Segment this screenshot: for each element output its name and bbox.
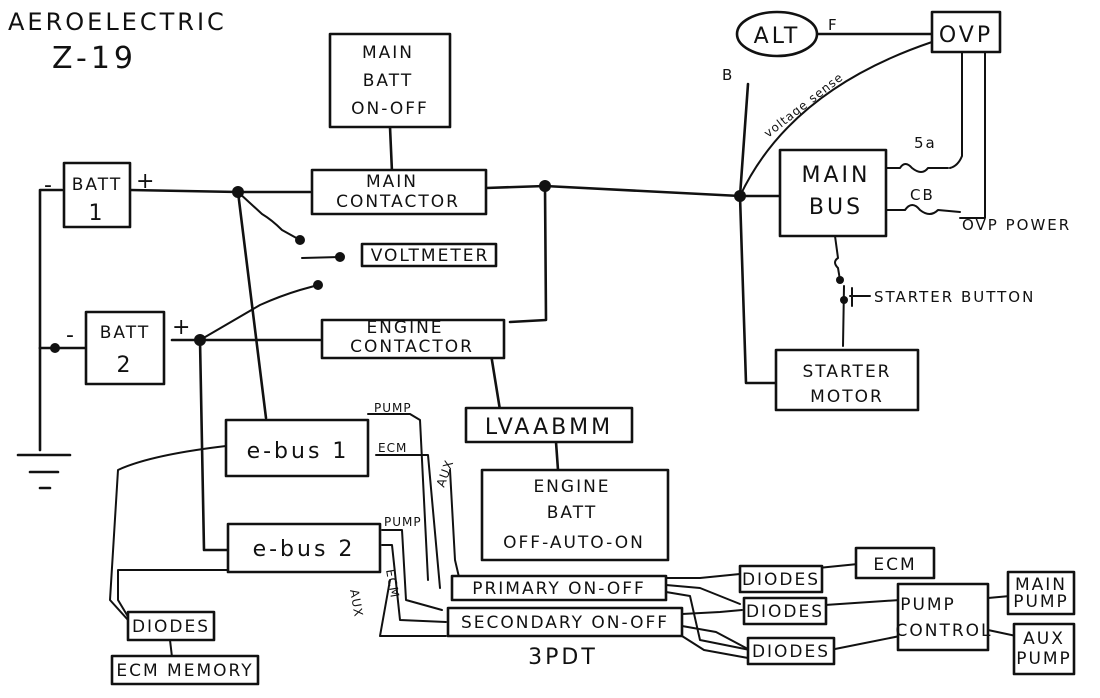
battery-1-label: BATT [72, 175, 122, 195]
battery-1-plus: + [136, 169, 154, 194]
svg-text:BATT: BATT [547, 503, 597, 523]
diodes-left: DIODES [126, 610, 216, 642]
ebus-1: e-bus 1 PUMP ECM AUX [224, 401, 457, 489]
ebus-2: e-bus 2 PUMP ECM AUX [226, 515, 422, 618]
svg-text:CONTACTOR: CONTACTOR [336, 192, 460, 212]
main-batt-switch: MAIN BATT ON-OFF [328, 32, 452, 129]
secondary-switch: SECONDARY ON-OFF [446, 606, 684, 638]
svg-text:MAIN: MAIN [366, 172, 418, 192]
svg-text:OVP: OVP [939, 23, 993, 48]
lvaabmm-module: LVAABMM [464, 406, 634, 444]
svg-text:PUMP: PUMP [384, 515, 422, 529]
svg-text:PUMP: PUMP [1016, 649, 1072, 669]
svg-text:MAIN: MAIN [1015, 575, 1067, 595]
primary-switch: PRIMARY ON-OFF [450, 574, 668, 602]
cb-rating-label: 5a [914, 134, 937, 152]
battery-2-plus: + [172, 315, 190, 340]
svg-text:DIODES: DIODES [132, 617, 210, 637]
main-bus: MAIN BUS [778, 148, 888, 238]
battery-2-label: BATT [100, 323, 150, 343]
svg-text:ENGINE: ENGINE [533, 477, 610, 497]
diodes-1: DIODES [738, 564, 824, 594]
diodes-3: DIODES [746, 636, 836, 666]
pump-control: PUMP CONTROL [895, 582, 992, 652]
svg-text:AUX: AUX [1023, 629, 1065, 649]
starter-button-label: STARTER BUTTON [874, 288, 1035, 306]
ovp-power-label: OVP POWER [962, 216, 1071, 234]
main-contactor: MAIN CONTACTOR [310, 168, 488, 216]
svg-text:DIODES: DIODES [752, 642, 830, 662]
engine-batt-switch: ENGINE BATT OFF-AUTO-ON [480, 468, 670, 562]
svg-text:e-bus 2: e-bus 2 [253, 537, 356, 562]
svg-text:PUMP: PUMP [374, 401, 412, 415]
svg-text:e-bus 1: e-bus 1 [247, 439, 350, 464]
ovp: OVP [930, 10, 1002, 54]
svg-text:BUS: BUS [809, 195, 863, 220]
voltage-sense-label: voltage sense [761, 70, 846, 140]
svg-text:OFF-AUTO-ON: OFF-AUTO-ON [503, 533, 645, 553]
voltmeter: VOLTMETER [360, 242, 498, 268]
svg-text:VOLTMETER: VOLTMETER [371, 246, 490, 266]
engine-contactor: ENGINE CONTACTOR [320, 318, 506, 360]
ecm-memory: ECM MEMORY [110, 654, 260, 686]
svg-text:SECONDARY ON-OFF: SECONDARY ON-OFF [461, 613, 669, 633]
3pdt-label: 3PDT [528, 645, 598, 670]
diagram-subtitle: Z-19 [52, 41, 137, 76]
diodes-2: DIODES [742, 596, 828, 626]
svg-text:PUMP: PUMP [900, 595, 956, 615]
svg-text:MAIN: MAIN [362, 43, 414, 63]
svg-text:AUX: AUX [434, 458, 457, 489]
svg-text:BATT: BATT [363, 71, 413, 91]
svg-text:MAIN: MAIN [802, 163, 871, 188]
svg-text:PRIMARY ON-OFF: PRIMARY ON-OFF [472, 579, 646, 599]
ecm-box: ECM [854, 546, 936, 580]
svg-text:ON-OFF: ON-OFF [351, 99, 429, 119]
cb-label: CB [910, 186, 935, 204]
main-pump: MAIN PUMP [1006, 570, 1076, 616]
svg-text:ECM: ECM [383, 568, 402, 599]
svg-text:PUMP: PUMP [1013, 592, 1069, 612]
svg-text:MOTOR: MOTOR [810, 387, 884, 407]
junction-dots [50, 180, 848, 353]
battery-1-minus: - [44, 173, 52, 198]
battery-2: BATT 2 - + [66, 310, 190, 386]
starter-motor: STARTER MOTOR [774, 348, 920, 412]
svg-text:ALT: ALT [754, 24, 801, 49]
alternator: ALT [735, 10, 819, 58]
svg-text:CONTACTOR: CONTACTOR [350, 337, 474, 357]
wires [16, 32, 1017, 659]
svg-text:STARTER: STARTER [803, 362, 892, 382]
svg-text:ECM: ECM [873, 555, 916, 575]
aux-pump: AUX PUMP [1012, 622, 1076, 676]
alt-b-label: B [722, 66, 734, 84]
svg-text:ECM: ECM [378, 441, 407, 455]
battery-2-minus: - [66, 323, 74, 348]
svg-text:AUX: AUX [347, 588, 366, 618]
svg-text:LVAABMM: LVAABMM [485, 415, 613, 440]
svg-text:DIODES: DIODES [746, 602, 824, 622]
battery-1-number: 1 [89, 201, 106, 226]
battery-1: BATT 1 - + [44, 161, 154, 229]
svg-text:ECM MEMORY: ECM MEMORY [116, 661, 253, 681]
svg-text:DIODES: DIODES [742, 570, 820, 590]
diagram-title: AEROELECTRIC [8, 8, 227, 36]
svg-text:ENGINE: ENGINE [366, 318, 443, 338]
battery-2-number: 2 [117, 353, 134, 378]
alt-field-label: F [828, 16, 839, 34]
svg-text:CONTROL: CONTROL [895, 621, 992, 641]
